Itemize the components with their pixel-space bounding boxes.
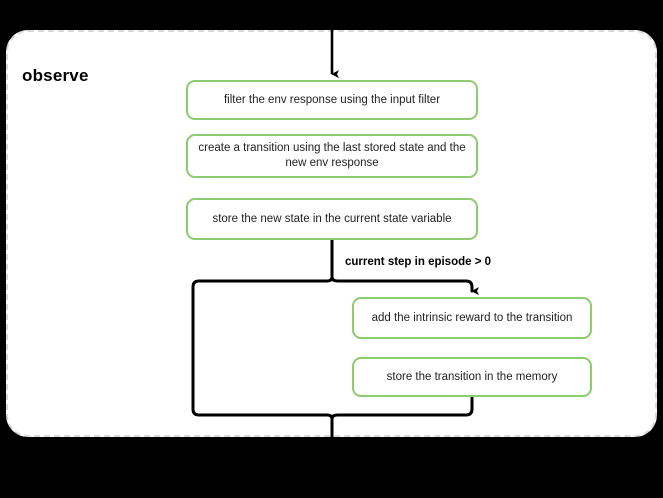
node-store-new-state[interactable]: store the new state in the current state… <box>186 198 478 240</box>
node-add-intrinsic-reward[interactable]: add the intrinsic reward to the transiti… <box>352 297 592 339</box>
node-filter-env-response[interactable]: filter the env response using the input … <box>186 80 478 120</box>
observe-group-title: observe <box>22 66 89 85</box>
node-create-transition[interactable]: create a transition using the last store… <box>186 134 478 178</box>
node-store-transition-memory[interactable]: store the transition in the memory <box>352 357 592 397</box>
branch-condition-label: current step in episode > 0 <box>345 256 492 268</box>
